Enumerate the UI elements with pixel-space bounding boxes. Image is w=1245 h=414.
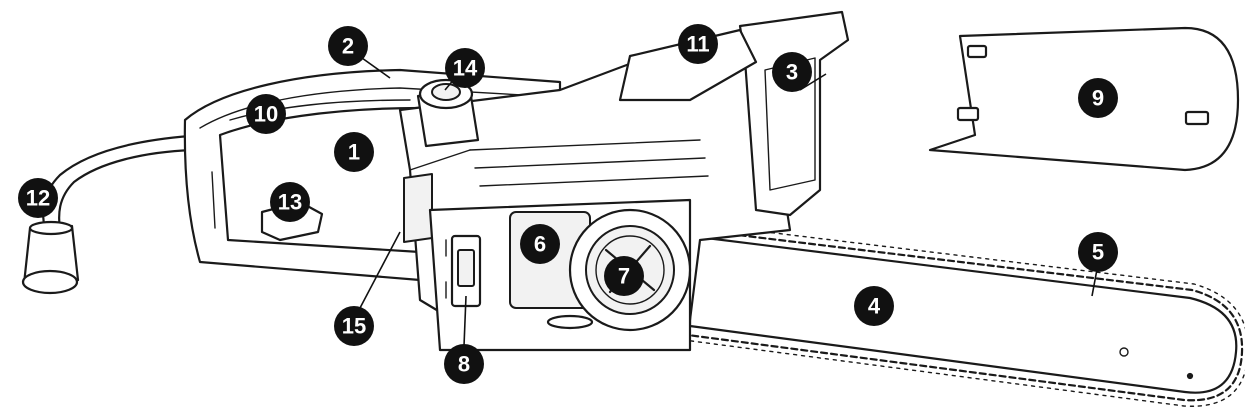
saw-chain xyxy=(678,221,1245,407)
callout-badge-11: 11 xyxy=(678,24,718,64)
svg-text:7: 7 xyxy=(618,264,630,289)
callout-badge-9: 9 xyxy=(1078,78,1118,118)
svg-text:10: 10 xyxy=(254,102,278,127)
callout-badge-8: 8 xyxy=(444,344,484,384)
chain-adjust-slider xyxy=(445,234,482,308)
callout-badge-2: 2 xyxy=(328,26,368,66)
callout-badge-1: 1 xyxy=(334,132,374,172)
svg-text:9: 9 xyxy=(1092,86,1104,111)
svg-text:8: 8 xyxy=(458,352,470,377)
vent-oval xyxy=(546,314,594,330)
callout-badge-3: 3 xyxy=(772,52,812,92)
guide-bar xyxy=(688,234,1238,394)
svg-text:14: 14 xyxy=(453,56,478,81)
callout-badge-4: 4 xyxy=(854,286,894,326)
power-cord xyxy=(42,134,194,232)
oil-level-window xyxy=(403,173,433,243)
svg-text:13: 13 xyxy=(278,190,302,215)
svg-text:2: 2 xyxy=(342,34,354,59)
svg-text:6: 6 xyxy=(534,232,546,257)
callout-badge-6: 6 xyxy=(520,224,560,264)
callout-badge-10: 10 xyxy=(246,94,286,134)
svg-text:3: 3 xyxy=(786,60,798,85)
svg-text:15: 15 xyxy=(342,314,366,339)
power-plug xyxy=(21,220,80,295)
callout-badge-13: 13 xyxy=(270,182,310,222)
callout-badge-12: 12 xyxy=(18,178,58,218)
svg-text:5: 5 xyxy=(1092,240,1104,265)
rear-handle xyxy=(183,68,562,282)
callout-badge-14: 14 xyxy=(445,48,485,88)
svg-text:4: 4 xyxy=(868,294,881,319)
oil-tank-cap xyxy=(416,78,480,148)
svg-text:11: 11 xyxy=(686,32,709,57)
upper-housing xyxy=(618,28,758,102)
svg-text:1: 1 xyxy=(348,140,360,165)
callout-badge-15: 15 xyxy=(334,306,374,346)
callout-badge-7: 7 xyxy=(604,256,644,296)
svg-text:12: 12 xyxy=(26,186,50,211)
front-hand-guard xyxy=(738,10,850,217)
callout-badge-5: 5 xyxy=(1078,232,1118,272)
